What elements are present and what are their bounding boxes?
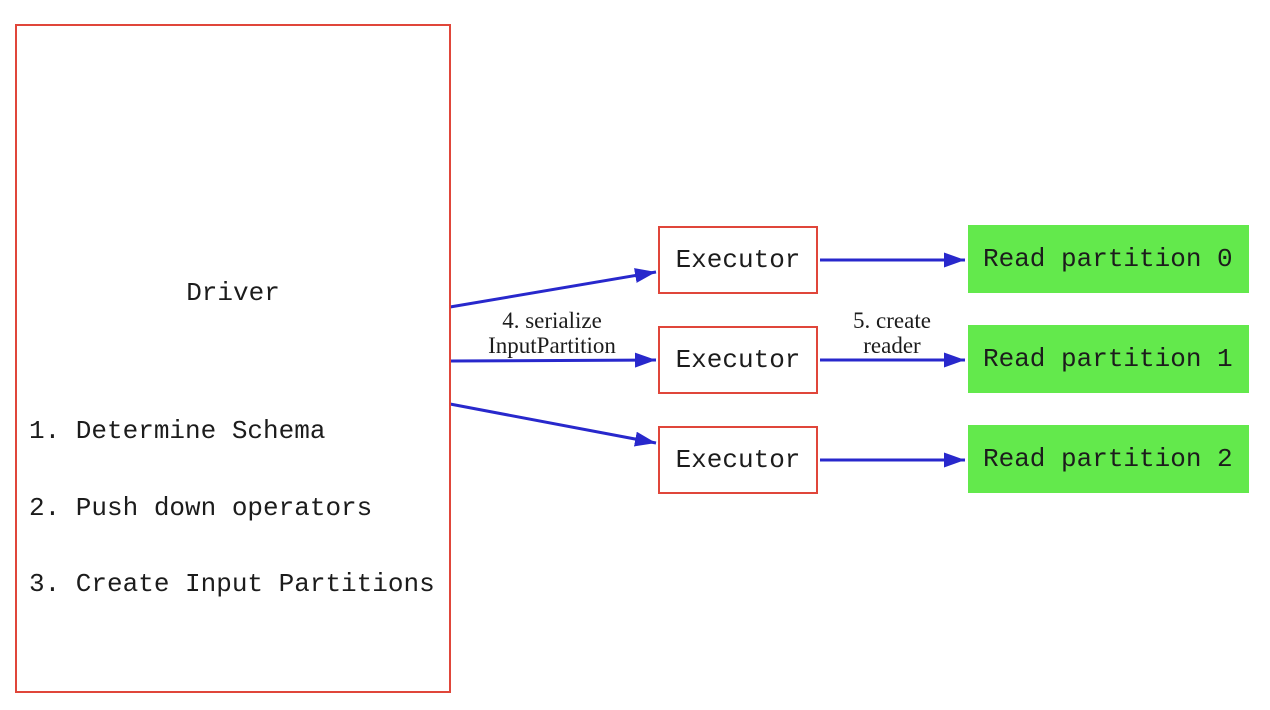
driver-steps: 1. Determine Schema 2. Push down operato… (29, 368, 435, 649)
driver-title: Driver (186, 278, 280, 308)
edge-label-serialize: 4. serialize InputPartition (472, 308, 632, 358)
edge-label-create-reader: 5. create reader (832, 308, 952, 358)
partition-box-0: Read partition 0 (968, 225, 1249, 293)
partition-box-1: Read partition 1 (968, 325, 1249, 393)
executor-box-2: Executor (658, 426, 818, 494)
driver-step-3: 3. Create Input Partitions (29, 569, 435, 599)
driver-step-1: 1. Determine Schema (29, 416, 326, 446)
arrow-driver-to-executor-0 (449, 268, 657, 309)
edge-label-reader-line2: reader (863, 333, 921, 358)
arrow-driver-to-executor-2 (449, 402, 657, 447)
driver-step-2: 2. Push down operators (29, 492, 373, 523)
executor-box-1: Executor (658, 326, 818, 394)
executor-box-0: Executor (658, 226, 818, 294)
executor-label-2: Executor (675, 445, 801, 475)
partition-box-2: Read partition 2 (968, 425, 1249, 493)
edge-label-reader-line1: 5. create (853, 308, 931, 333)
partition-label-1: Read partition 1 (983, 344, 1233, 374)
arrow-driver-to-executor-1 (449, 352, 657, 368)
partition-label-2: Read partition 2 (983, 444, 1233, 474)
edge-label-serialize-line1: 4. serialize (502, 308, 602, 333)
driver-box: Driver 1. Determine Schema 2. Push down … (15, 24, 451, 693)
edge-label-serialize-line2: InputPartition (488, 333, 616, 358)
executor-label-1: Executor (675, 345, 801, 375)
partition-label-0: Read partition 0 (983, 244, 1233, 274)
executor-label-0: Executor (675, 245, 801, 275)
